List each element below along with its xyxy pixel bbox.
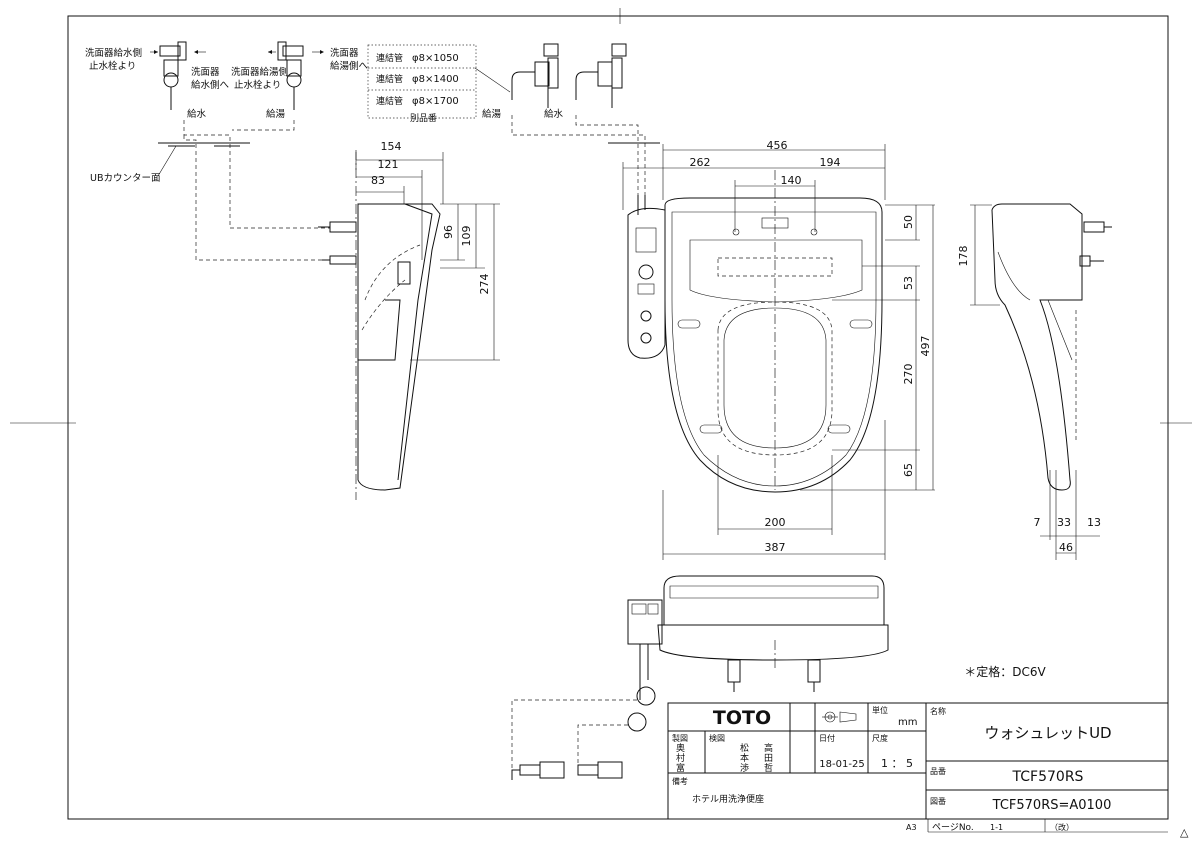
drawn-name-2: 村 xyxy=(676,752,685,764)
side-view xyxy=(318,150,500,500)
checked-name-a1: 松 xyxy=(740,742,749,754)
date-label: 日付 xyxy=(819,733,835,743)
front-view xyxy=(511,575,889,780)
dim-top-200: 200 xyxy=(765,516,786,529)
label-hot-supply-2: 給湯 xyxy=(482,108,502,120)
rated-voltage-note: ＊定格：DC6V xyxy=(964,664,1046,679)
drawn-name-1: 奥 xyxy=(676,742,685,754)
checked-name-a3: 渉 xyxy=(740,762,749,774)
dim-top-65: 65 xyxy=(902,463,915,477)
dim-rs-46: 46 xyxy=(1059,541,1073,554)
dim-rs-178: 178 xyxy=(957,246,970,267)
dim-top-497: 497 xyxy=(919,336,932,357)
label-ub-counter: UBカウンター面 xyxy=(90,173,160,184)
label-water-supply-2: 給水 xyxy=(544,108,564,120)
dim-top-270: 270 xyxy=(902,364,915,385)
dim-side-96: 96 xyxy=(442,225,455,239)
pipe-table-note: 別品番 xyxy=(410,112,437,124)
scale-value: 1 ： 5 xyxy=(881,757,913,770)
revision-triangle: △ xyxy=(1180,826,1189,839)
label-basin-hot-to2: 給湯側へ xyxy=(330,60,369,72)
pipe-row-3-spec: φ8×1700 xyxy=(412,96,459,107)
dim-top-194: 194 xyxy=(820,156,841,169)
dim-top-53: 53 xyxy=(902,276,915,290)
label-basin-hot-to: 洗面器 xyxy=(330,47,359,59)
pipe-row-1-name: 連結管 xyxy=(376,52,403,64)
title-block xyxy=(667,702,1169,833)
dim-side-109: 109 xyxy=(460,226,473,247)
drawn-name-3: 富 xyxy=(676,762,685,774)
dim-top-50: 50 xyxy=(902,215,915,229)
remarks-label: 備考 xyxy=(672,776,688,786)
label-basin-hot-stop: 洗面器給湯側 xyxy=(231,66,288,78)
dim-side-154: 154 xyxy=(381,140,402,153)
drawn-label: 製図 xyxy=(672,733,688,743)
scale-label: 尺度 xyxy=(872,733,888,743)
label-basin-water-stop: 洗面器給水側 xyxy=(85,47,142,59)
unit-label: 単位 xyxy=(872,705,888,715)
pipe-schematic-middle xyxy=(511,43,660,200)
pipe-row-2-name: 連結管 xyxy=(376,73,403,85)
dim-side-83: 83 xyxy=(371,174,385,187)
dim-top-140: 140 xyxy=(781,174,802,187)
drawing-no-value: TCF570RS=A0100 xyxy=(992,798,1112,813)
label-hot-supply-1: 給湯 xyxy=(266,108,286,120)
dim-rs-33: 33 xyxy=(1057,516,1071,529)
dim-rs-13: 13 xyxy=(1087,516,1101,529)
checked-name-a2: 本 xyxy=(740,752,749,764)
dim-top-387: 387 xyxy=(765,541,786,554)
label-basin-water-to: 洗面器 xyxy=(191,66,220,78)
page-value: 1-1 xyxy=(990,823,1003,832)
dim-rs-7: 7 xyxy=(1034,516,1041,529)
product-no-label: 品番 xyxy=(930,766,946,776)
label-basin-hot-stop2: 止水栓より xyxy=(234,79,281,91)
date-value: 18-01-25 xyxy=(819,759,864,770)
name-label: 名称 xyxy=(930,706,946,716)
checked-label: 検図 xyxy=(709,733,725,743)
revision-label: （改） xyxy=(1050,822,1074,832)
unit-value: mm xyxy=(898,717,917,728)
checked-name-b1: 高 xyxy=(764,742,773,754)
product-name: ウォシュレットUD xyxy=(984,724,1111,742)
dim-side-274: 274 xyxy=(478,274,491,295)
toto-logo: TOTO xyxy=(713,707,771,729)
right-side-view xyxy=(970,203,1112,560)
top-view xyxy=(622,144,935,560)
dim-top-456: 456 xyxy=(767,139,788,152)
label-basin-water-stop2: 止水栓より xyxy=(89,60,136,72)
product-no-value: TCF570RS xyxy=(1012,769,1084,785)
pipe-row-3-name: 連結管 xyxy=(376,95,403,107)
drawing-frame xyxy=(67,15,1169,820)
dim-top-262: 262 xyxy=(690,156,711,169)
drawing-no-label: 図番 xyxy=(930,796,946,806)
dim-side-121: 121 xyxy=(378,158,399,171)
checked-name-b2: 田 xyxy=(764,753,773,764)
connection-pipe-table xyxy=(367,44,511,119)
label-water-supply-1: 給水 xyxy=(187,108,207,120)
paper-size: A3 xyxy=(906,823,917,832)
page-label: ページNo. xyxy=(932,823,974,833)
pipe-row-2-spec: φ8×1400 xyxy=(412,74,459,85)
remarks-value: ホテル用洗浄便座 xyxy=(692,793,764,805)
checked-name-b3: 哲 xyxy=(764,763,773,774)
label-basin-water-to2: 給水側へ xyxy=(191,79,230,91)
pipe-schematic-left xyxy=(150,41,330,261)
pipe-row-1-spec: φ8×1050 xyxy=(412,53,459,64)
